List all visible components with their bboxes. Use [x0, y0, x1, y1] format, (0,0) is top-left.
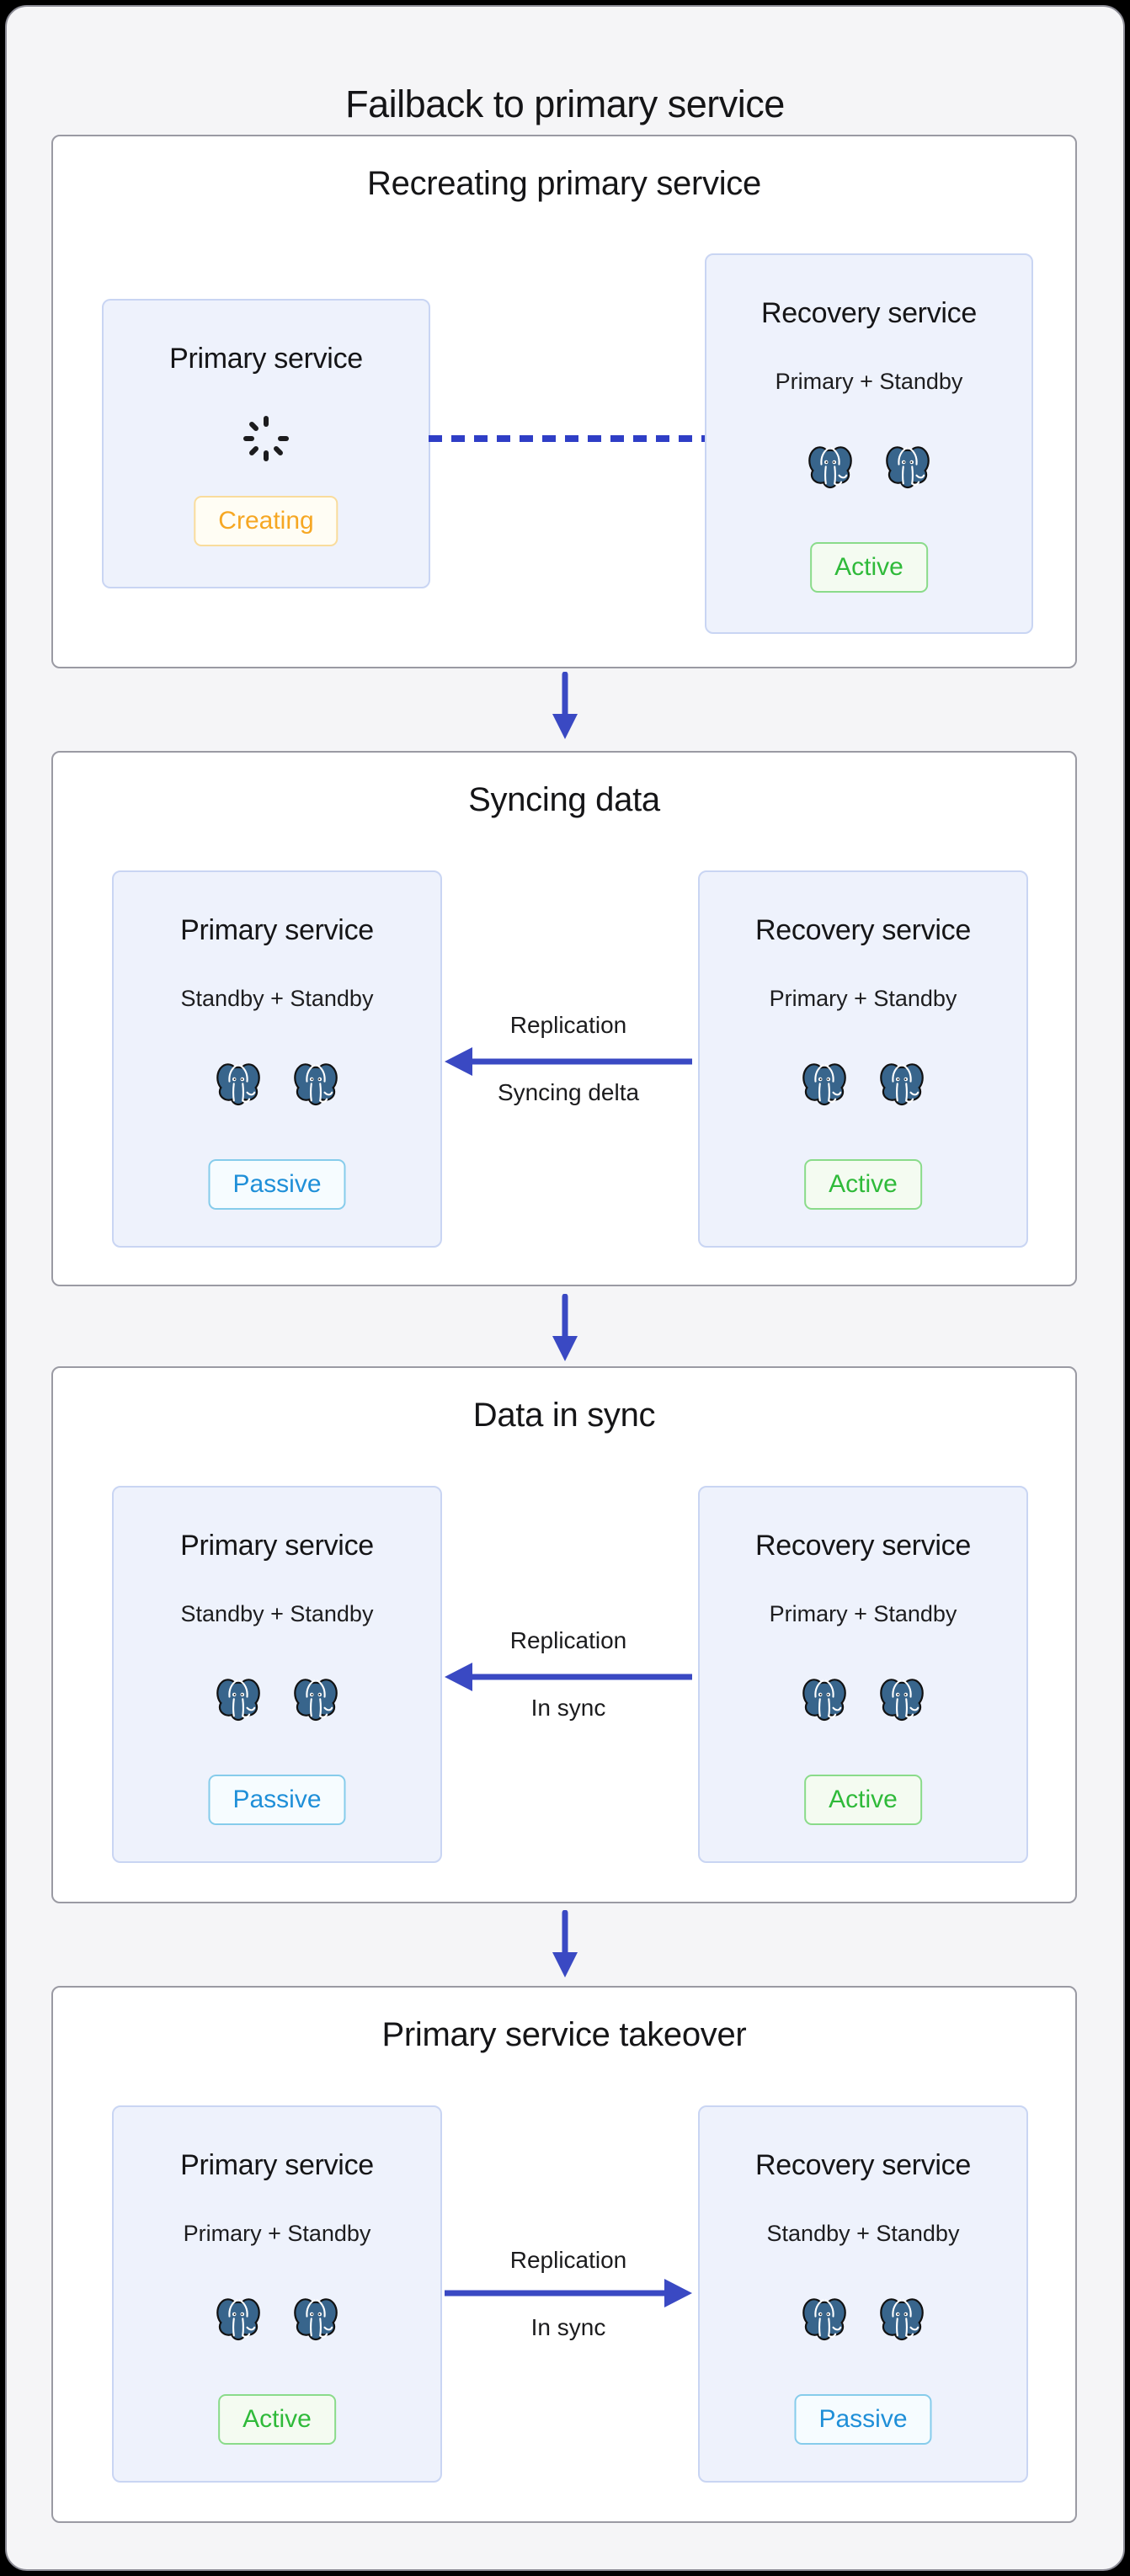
status-badge: Active [804, 1159, 922, 1210]
status-badge: Passive [208, 1159, 346, 1210]
database-instances [700, 2297, 1026, 2344]
database-instances [700, 1062, 1026, 1109]
diagram-canvas: Failback to primary service Recreating p… [5, 5, 1125, 2571]
stage-panel-recreating-primary-service: Recreating primary service Primary servi… [51, 135, 1077, 668]
service-box-subtitle: Standby + Standby [180, 986, 374, 1011]
sync-state-label: Syncing delta [497, 1079, 640, 1105]
status-badge: Active [218, 2394, 336, 2445]
postgresql-elephant-icon [215, 1062, 262, 1109]
replication-arrow-left [445, 1663, 692, 1691]
replication-label: Replication [509, 1627, 627, 1653]
replication-arrow-right [445, 2279, 692, 2307]
recovery-service-box: Recovery service Primary + Standby Activ… [698, 870, 1028, 1248]
sync-state-label: In sync [530, 1695, 606, 1721]
postgresql-elephant-icon [884, 444, 931, 492]
stage-title: Primary service takeover [381, 2016, 747, 2053]
primary-service-box: Primary service Primary + Standby Active [112, 2105, 442, 2483]
postgresql-elephant-icon [801, 1677, 848, 1724]
primary-service-box: Primary service Creating [102, 299, 430, 588]
status-badge: Active [804, 1775, 922, 1825]
postgresql-elephant-icon [807, 444, 854, 492]
postgresql-elephant-icon [215, 1677, 262, 1724]
service-box-title: Recovery service [761, 297, 977, 329]
service-box-title: Primary service [180, 2149, 374, 2181]
service-box-title: Primary service [180, 914, 374, 946]
service-box-title: Primary service [169, 343, 363, 375]
postgresql-elephant-icon [801, 2297, 848, 2344]
database-instances [114, 2297, 440, 2344]
pending-connection-dashed-line [429, 435, 705, 442]
flow-down-arrow [552, 1910, 578, 1977]
stage-panel-primary-service-takeover: Primary service takeover Primary service… [51, 1986, 1077, 2523]
service-box-subtitle: Standby + Standby [180, 1601, 374, 1626]
postgresql-elephant-icon [801, 1062, 848, 1109]
flow-down-arrow [552, 672, 578, 739]
recovery-service-box: Recovery service Standby + Standby Passi… [698, 2105, 1028, 2483]
service-box-title: Recovery service [755, 1530, 971, 1562]
status-badge: Active [810, 542, 928, 593]
service-box-subtitle: Primary + Standby [769, 1601, 957, 1626]
postgresql-elephant-icon [878, 2297, 925, 2344]
postgresql-elephant-icon [878, 1677, 925, 1724]
recovery-service-box: Recovery service Primary + Standby Activ… [698, 1486, 1028, 1863]
service-box-title: Primary service [180, 1530, 374, 1562]
service-box-subtitle: Primary + Standby [183, 2221, 371, 2246]
database-instances [114, 1677, 440, 1724]
stage-panel-syncing-data: Syncing data Primary service Standby + S… [51, 751, 1077, 1286]
stage-title: Syncing data [468, 781, 660, 818]
status-badge: Passive [794, 2394, 932, 2445]
replication-label: Replication [509, 1012, 627, 1038]
service-box-subtitle: Primary + Standby [769, 986, 957, 1011]
sync-state-label: In sync [530, 2314, 606, 2340]
database-instances [114, 1062, 440, 1109]
service-box-subtitle: Primary + Standby [775, 369, 963, 394]
stage-title: Data in sync [472, 1397, 656, 1434]
postgresql-elephant-icon [292, 2297, 339, 2344]
replication-arrow-left [445, 1047, 692, 1076]
service-box-title: Recovery service [755, 2149, 971, 2181]
postgresql-elephant-icon [292, 1062, 339, 1109]
stage-title: Recreating primary service [367, 165, 761, 202]
replication-label: Replication [509, 2247, 627, 2273]
postgresql-elephant-icon [215, 2297, 262, 2344]
recovery-service-box: Recovery service Primary + Standby Activ… [705, 253, 1033, 634]
service-box-title: Recovery service [755, 914, 971, 946]
stage-panel-data-in-sync: Data in sync Primary service Standby + S… [51, 1366, 1077, 1903]
primary-service-box: Primary service Standby + Standby Passiv… [112, 870, 442, 1248]
primary-service-box: Primary service Standby + Standby Passiv… [112, 1486, 442, 1863]
flow-down-arrow [552, 1294, 578, 1361]
diagram-title: Failback to primary service [345, 82, 785, 126]
loading-spinner-icon [243, 416, 289, 461]
service-box-subtitle: Standby + Standby [766, 2221, 960, 2246]
postgresql-elephant-icon [878, 1062, 925, 1109]
database-instances [706, 444, 1031, 492]
status-badge: Passive [208, 1775, 346, 1825]
status-badge: Creating [194, 496, 338, 546]
postgresql-elephant-icon [292, 1677, 339, 1724]
database-instances [700, 1677, 1026, 1724]
